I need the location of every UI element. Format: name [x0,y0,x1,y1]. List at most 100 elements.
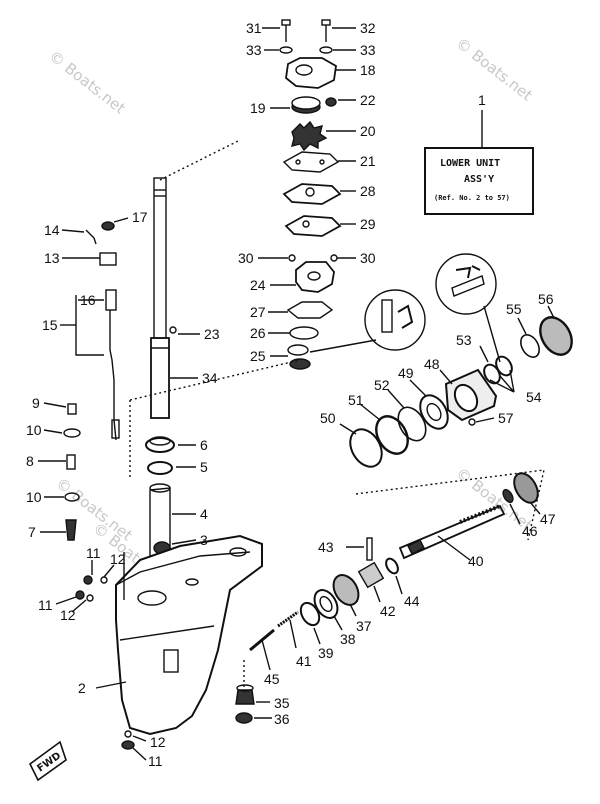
pump-case-port [307,271,321,281]
part-label: 32 [360,20,376,36]
bolt [75,590,85,600]
shift-rod-end [111,419,120,439]
bushing [64,492,80,502]
leader-line [483,305,501,363]
dog-clutch [357,561,385,589]
shift-plunger [277,610,299,628]
leader-line [529,501,541,515]
part-label: 31 [246,20,262,36]
part-label: 19 [250,100,266,116]
leader-line [359,403,381,421]
spring [67,403,77,415]
shim [299,601,321,627]
part-label: 8 [26,453,34,469]
nut-plate [539,316,573,356]
oil-seal [147,461,173,475]
leader-line [309,339,377,353]
part-label: 34 [202,370,218,386]
shift-rod-joint [105,289,117,311]
leader-line [409,379,427,397]
leader-line [55,596,77,605]
sleeve-top [149,483,171,493]
leader-line [349,603,357,617]
part-label: 22 [360,92,376,108]
grommet [325,97,337,107]
part-label: 33 [246,42,262,58]
part-label: 47 [540,511,556,527]
bearing [145,437,175,453]
leader-line [313,627,321,645]
ring [397,406,427,442]
part-label: 41 [296,653,312,669]
washer [100,576,108,584]
gasket-hole [302,220,310,228]
part-label: 10 [26,422,42,438]
leader-line [395,575,403,595]
outer-plate [282,183,342,205]
cross-pin [366,537,373,561]
part-label: 48 [424,356,440,372]
o-ring [289,326,319,340]
leader-line [171,539,197,545]
part-label: 10 [26,489,42,505]
washer [124,730,132,738]
seal [289,358,311,370]
gasket-hole [295,159,301,165]
bolt [83,575,93,585]
casing-opening [137,590,167,606]
bolt [121,740,135,750]
pump-housing [285,57,337,89]
spacer-ring [520,334,540,358]
leader-line [261,639,271,671]
part-label: 23 [204,326,220,342]
bushing [63,428,81,438]
propeller-shaft-spline [459,504,501,524]
part-label: 12 [150,734,166,750]
part-label: 12 [110,551,126,567]
part-label: 35 [274,695,290,711]
ball-bearing [419,394,449,430]
leader-line [339,423,357,435]
part-label: 1 [478,92,486,108]
part-label: 53 [456,332,472,348]
part-label: 14 [44,222,60,238]
detail-inset [364,289,426,351]
detail-pin [381,299,393,333]
cartridge-insert-top [291,96,321,110]
part-label: 16 [80,292,96,308]
gasket-hole [319,159,325,165]
propeller-shaft-spline [407,539,425,555]
part-label: 27 [250,304,266,320]
part-label: 44 [404,593,420,609]
detail-clip [397,304,414,329]
collar [66,454,76,470]
part-label: 45 [264,671,280,687]
leader-line [475,417,495,423]
leader-line [437,535,471,561]
clip [85,229,97,245]
impeller [291,120,328,152]
leader-line [43,402,67,408]
nut [101,221,115,231]
part-label: 3 [200,532,208,548]
leader-line [61,229,85,233]
cross-pin-ring [385,557,399,575]
part-label: 40 [468,553,484,569]
detail-clip [455,265,481,279]
spacer [502,488,514,504]
tapered-bearing-inner [319,595,333,613]
propeller-shaft [398,504,506,560]
casing-edge [115,551,251,586]
washer-33 [319,46,333,54]
plate-hole [305,187,315,197]
washer [86,594,94,602]
assembly-box-line3: (Ref. No. 2 to 57) [434,194,510,202]
assembly-box [424,147,534,215]
part-label: 30 [238,250,254,266]
leader-line [289,619,297,649]
assembly-box-line1: LOWER UNIT [440,158,500,169]
detail-inset [435,253,497,315]
pump-housing-port [295,64,313,76]
